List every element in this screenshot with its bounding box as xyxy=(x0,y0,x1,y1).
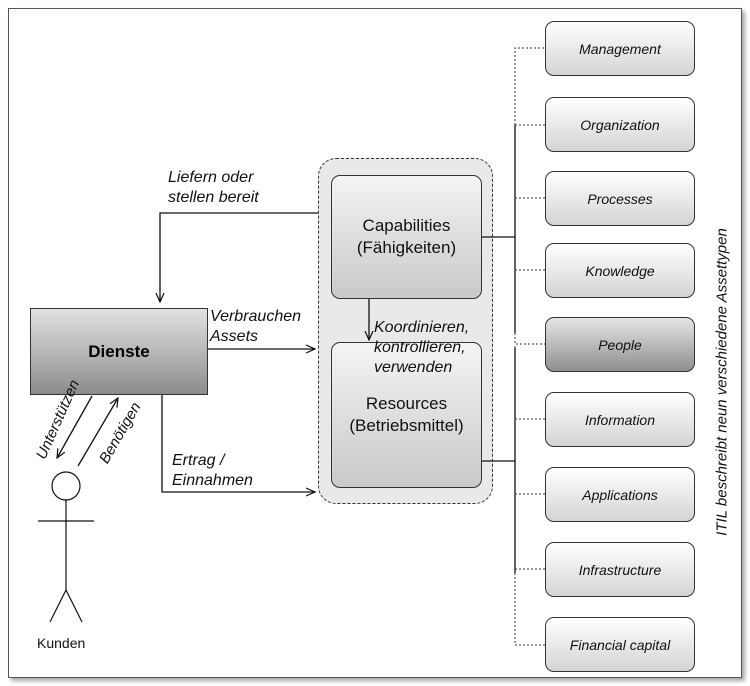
dienste-label: Dienste xyxy=(88,341,150,361)
bracket-capabilities xyxy=(482,125,516,333)
asset-knowledge: Knowledge xyxy=(545,243,695,298)
asset-infrastructure: Infrastructure xyxy=(545,542,695,597)
kunden-label: Kunden xyxy=(37,635,86,651)
asset-information: Information xyxy=(545,392,695,447)
asset-management: Management xyxy=(545,21,695,76)
edge-ertrag xyxy=(161,395,315,492)
asset-applications: Applications xyxy=(545,467,695,522)
resources-sublabel: (Betriebsmittel) xyxy=(349,416,464,435)
capabilities-label: Capabilities xyxy=(362,216,451,235)
edge-liefern xyxy=(160,212,318,302)
asset-organization: Organization xyxy=(545,97,695,152)
asset-people: People xyxy=(545,317,695,372)
capabilities-sublabel: (Fähigkeiten) xyxy=(356,238,457,257)
resources-label: Resources xyxy=(365,394,448,413)
capabilities-box: Capabilities (Fähigkeiten) xyxy=(331,175,482,299)
label-verbrauchen: Verbrauchen Assets xyxy=(210,308,302,345)
asset-financial-capital: Financial capital xyxy=(545,617,695,672)
label-koordinieren: Koordinieren, kontrollieren, verwenden xyxy=(374,319,470,376)
asset-connectors xyxy=(514,47,545,646)
label-liefern: Liefern oder stellen bereit xyxy=(168,169,259,206)
edge-benoetigen xyxy=(77,398,118,467)
bracket-resources xyxy=(482,348,516,573)
label-ertrag: Ertrag / Einnahmen xyxy=(172,452,253,489)
edge-unterstuetzen xyxy=(57,395,93,458)
dienste-box: Dienste xyxy=(30,308,208,395)
resources-box: Resources (Betriebsmittel) xyxy=(331,342,482,488)
side-title: ITIL beschreibt neun verschiedene Assett… xyxy=(713,228,731,536)
asset-processes: Processes xyxy=(545,171,695,226)
customer-figure xyxy=(38,471,94,623)
